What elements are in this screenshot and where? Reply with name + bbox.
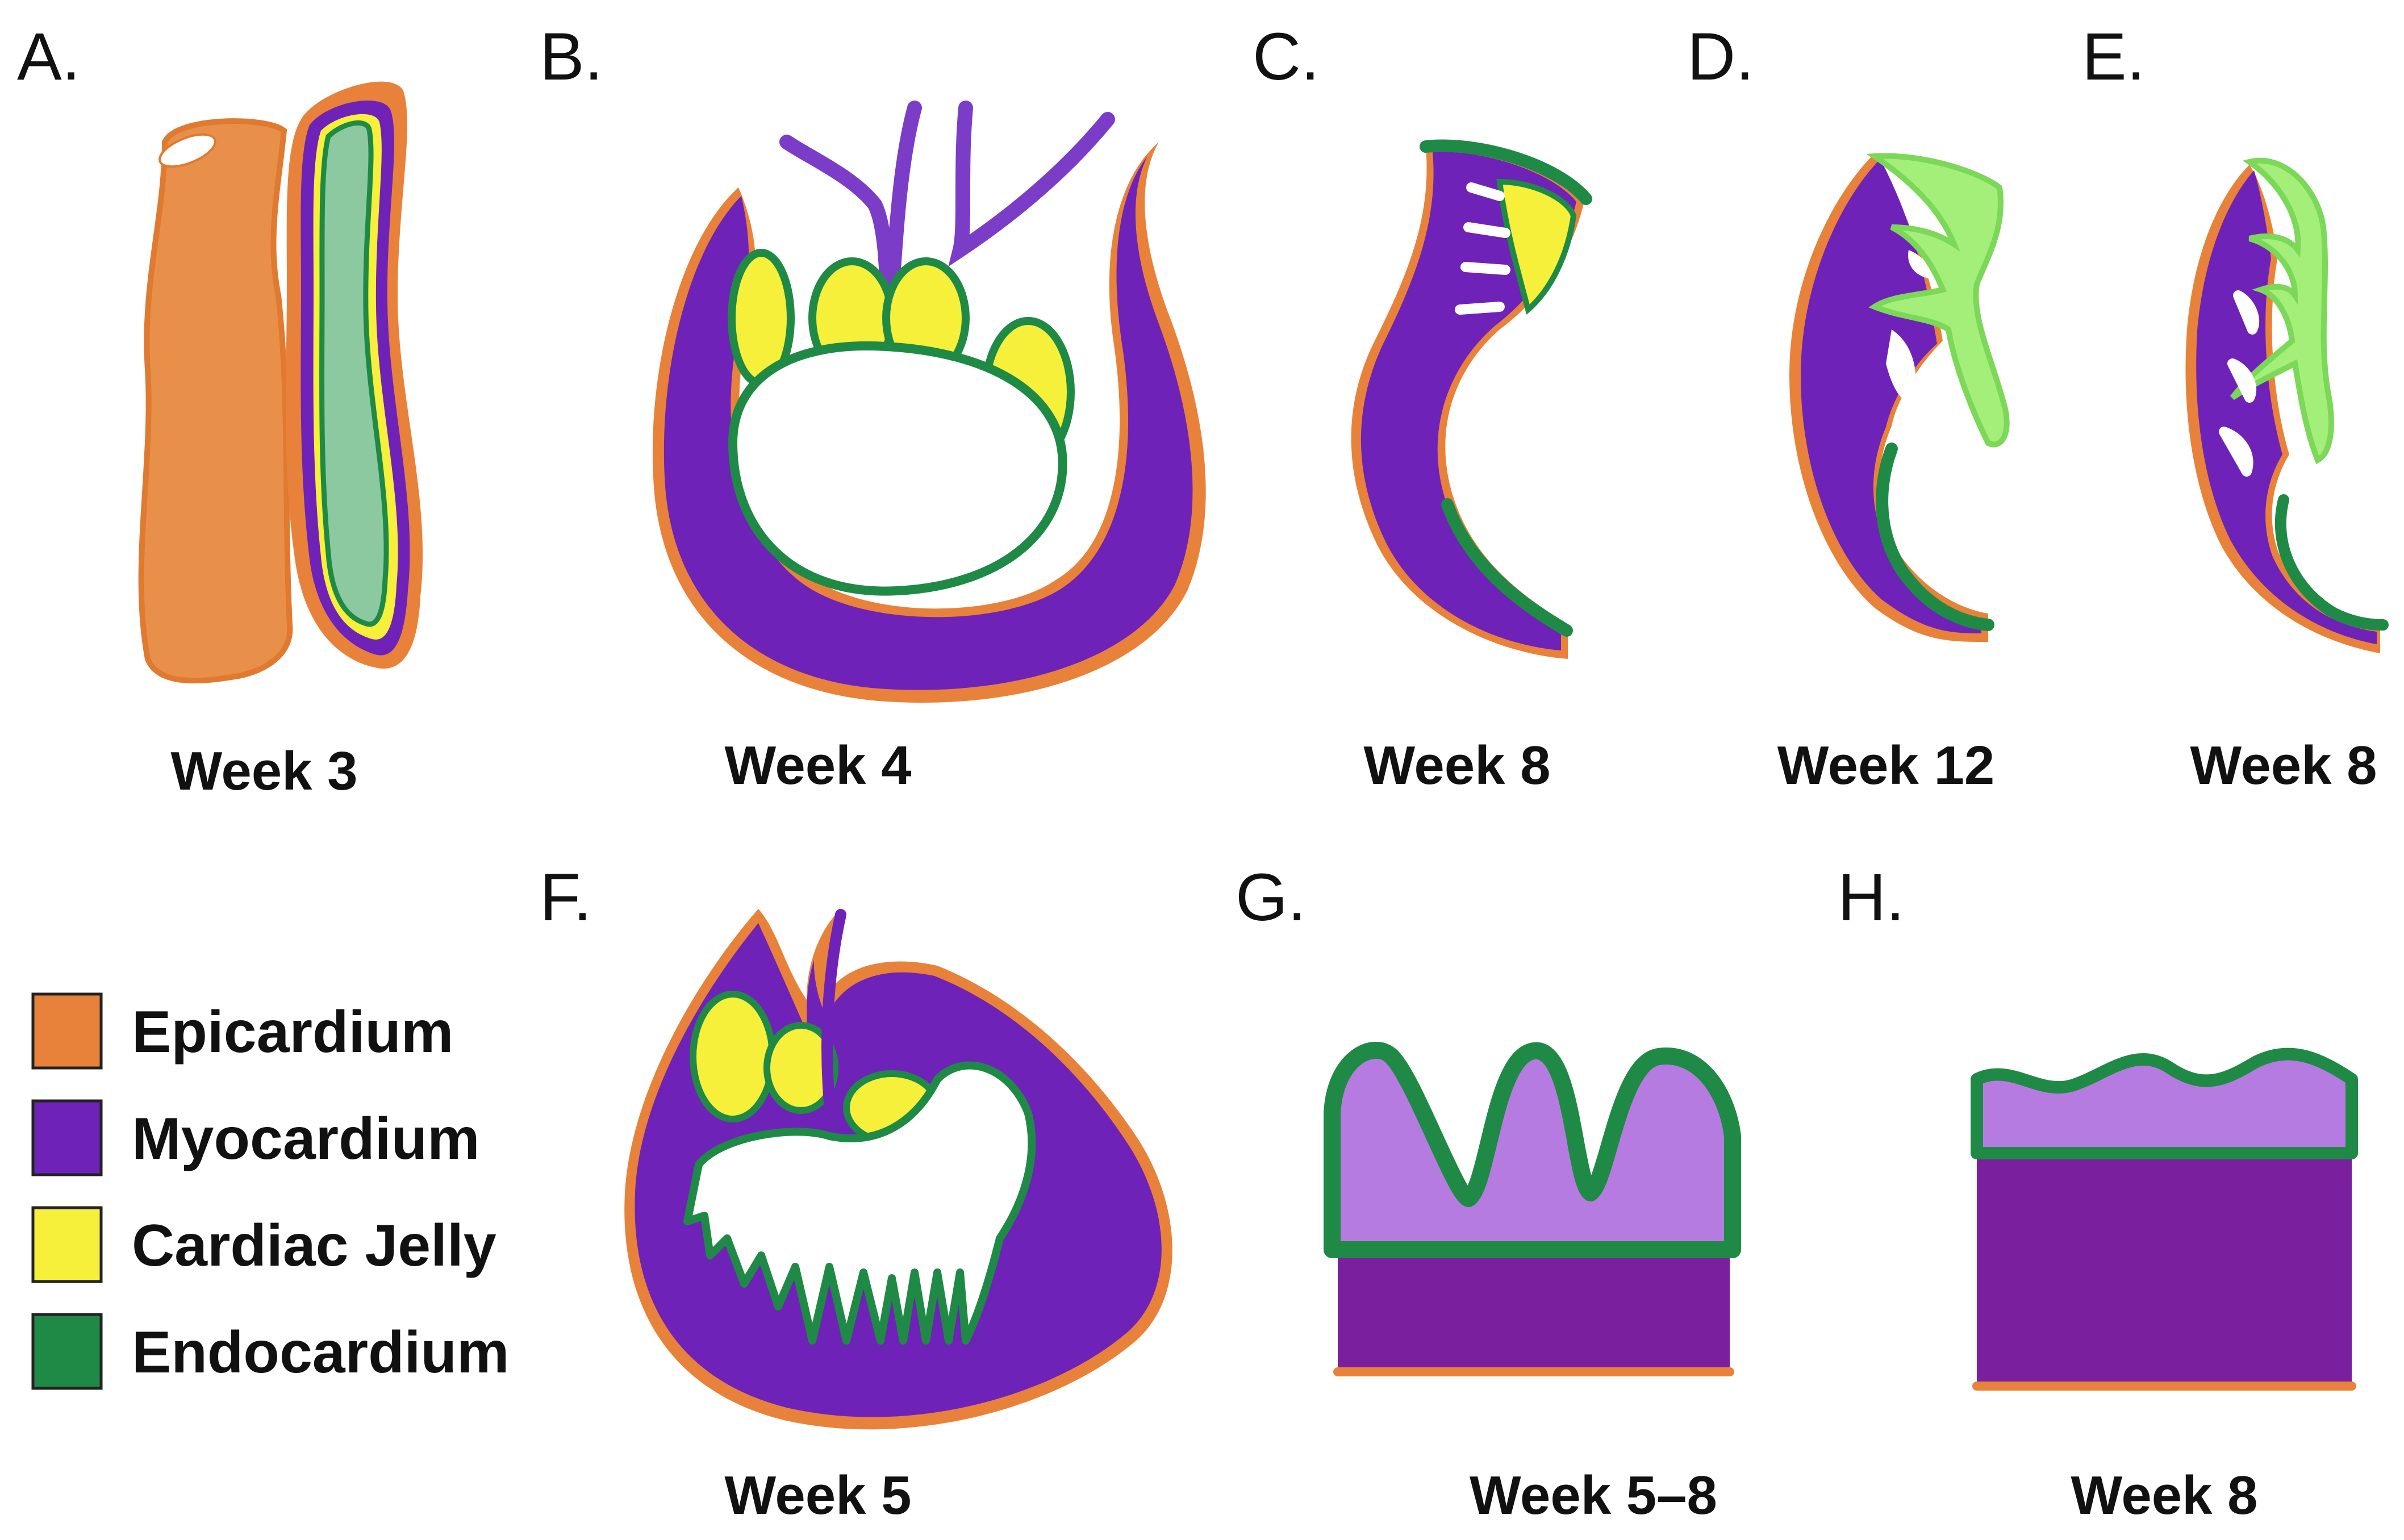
panel-d-trabeculae: [1866, 153, 2010, 448]
legend-item-cardiac-jelly: Cardiac Jelly: [31, 1206, 496, 1283]
panel-a-lumen-opening: [158, 133, 216, 168]
panel-b-letter: B.: [540, 19, 603, 94]
panel-h-compact-myocardium: [1977, 1153, 2352, 1383]
panel-f: F. Week 5: [540, 860, 1172, 1526]
panel-a-caption: Week 3: [170, 741, 357, 802]
panel-b-looping-heart-figure: [652, 101, 1206, 703]
legend-swatch-epicardium: [31, 992, 103, 1070]
panel-g-compact-myocardium: [1338, 1250, 1730, 1372]
panel-a: A. Week 3: [17, 19, 423, 802]
panel-e-intertrabecular-spaces: [2219, 290, 2260, 477]
panel-f-trabeculating-heart-figure: [624, 909, 1172, 1430]
panel-c-trabecular-gaps: [1455, 182, 1510, 315]
panel-a-endocardium: [319, 120, 389, 627]
panel-c-caption: Week 8: [1363, 735, 1550, 796]
legend-label-cardiac-jelly: Cardiac Jelly: [132, 1213, 496, 1279]
panel-e-trabeculae: [2230, 157, 2334, 464]
panel-d-intertrabecular-spaces: [1886, 250, 1929, 401]
legend: Epicardium Myocardium Cardiac Jelly Endo…: [31, 992, 510, 1390]
panel-e-caption: Week 8: [2190, 735, 2377, 796]
legend-label-epicardium: Epicardium: [132, 999, 453, 1065]
panel-f-cushion-left: [690, 991, 776, 1122]
panel-c-endocardium-edge: [1420, 139, 1592, 637]
legend-swatch-cardiac-jelly: [31, 1206, 103, 1283]
panel-g-caption: Week 5–8: [1470, 1465, 1717, 1526]
panel-f-letter: F.: [540, 860, 592, 935]
panel-b-caption: Week 4: [724, 735, 911, 796]
panel-e-wall-figure: [2185, 157, 2389, 653]
panel-a-heart-tube-figure: [138, 81, 423, 684]
panel-h-wall-section-figure: [1971, 1047, 2358, 1391]
panel-d-letter: D.: [1687, 19, 1754, 94]
panel-f-outflow-septum: [821, 909, 846, 1108]
legend-swatch-myocardium: [31, 1099, 103, 1176]
panel-a-epicardium-left: [138, 118, 293, 684]
panel-e-letter: E.: [2082, 19, 2146, 94]
legend-label-myocardium: Myocardium: [132, 1106, 480, 1172]
panel-b-outflow-strand-3: [948, 101, 1115, 267]
panel-f-lumen-with-trabeculae: [683, 1061, 1036, 1345]
panel-g-letter: G.: [1236, 860, 1307, 935]
panel-f-cushion-center: [763, 1022, 838, 1114]
panel-h-letter: H.: [1838, 860, 1905, 935]
legend-item-endocardium: Endocardium: [31, 1313, 510, 1390]
panel-d-wall-figure: [1789, 153, 2010, 642]
panel-e-myocardium: [2196, 170, 2377, 644]
panel-a-letter: A.: [17, 19, 81, 94]
panel-f-caption: Week 5: [724, 1465, 911, 1526]
panel-e-endocardium-edge: [2274, 494, 2389, 631]
panel-d-endocardium-edge: [1876, 443, 1994, 631]
panel-d-caption: Week 12: [1777, 735, 1995, 796]
panel-c-letter: C.: [1253, 19, 1320, 94]
legend-item-epicardium: Epicardium: [31, 992, 453, 1070]
panel-h-trabecular-myocardium: [1971, 1047, 2358, 1159]
panel-d-myocardium: [1801, 159, 1981, 633]
panel-b: B. Week 4: [540, 19, 1206, 796]
panel-b-lumen: [728, 341, 1067, 596]
panel-c: C. Week 8: [1253, 19, 1592, 796]
panel-h-caption: Week 8: [2071, 1465, 2257, 1526]
panel-h: H. Week 8: [1838, 860, 2358, 1526]
panel-e: E. Week 8: [2082, 19, 2389, 796]
legend-swatch-endocardium: [31, 1313, 103, 1390]
panel-g: G. Week 5–8: [1236, 860, 1741, 1526]
panel-g-trabecular-myocardium: [1324, 1041, 1741, 1258]
panel-c-cardiac-jelly: [1496, 178, 1577, 315]
legend-item-myocardium: Myocardium: [31, 1099, 480, 1176]
panel-g-wall-section-figure: [1324, 1041, 1741, 1376]
legend-label-endocardium: Endocardium: [132, 1320, 510, 1385]
panel-d: D. Week 12: [1687, 19, 2010, 796]
panel-c-wall-figure: [1351, 139, 1592, 659]
